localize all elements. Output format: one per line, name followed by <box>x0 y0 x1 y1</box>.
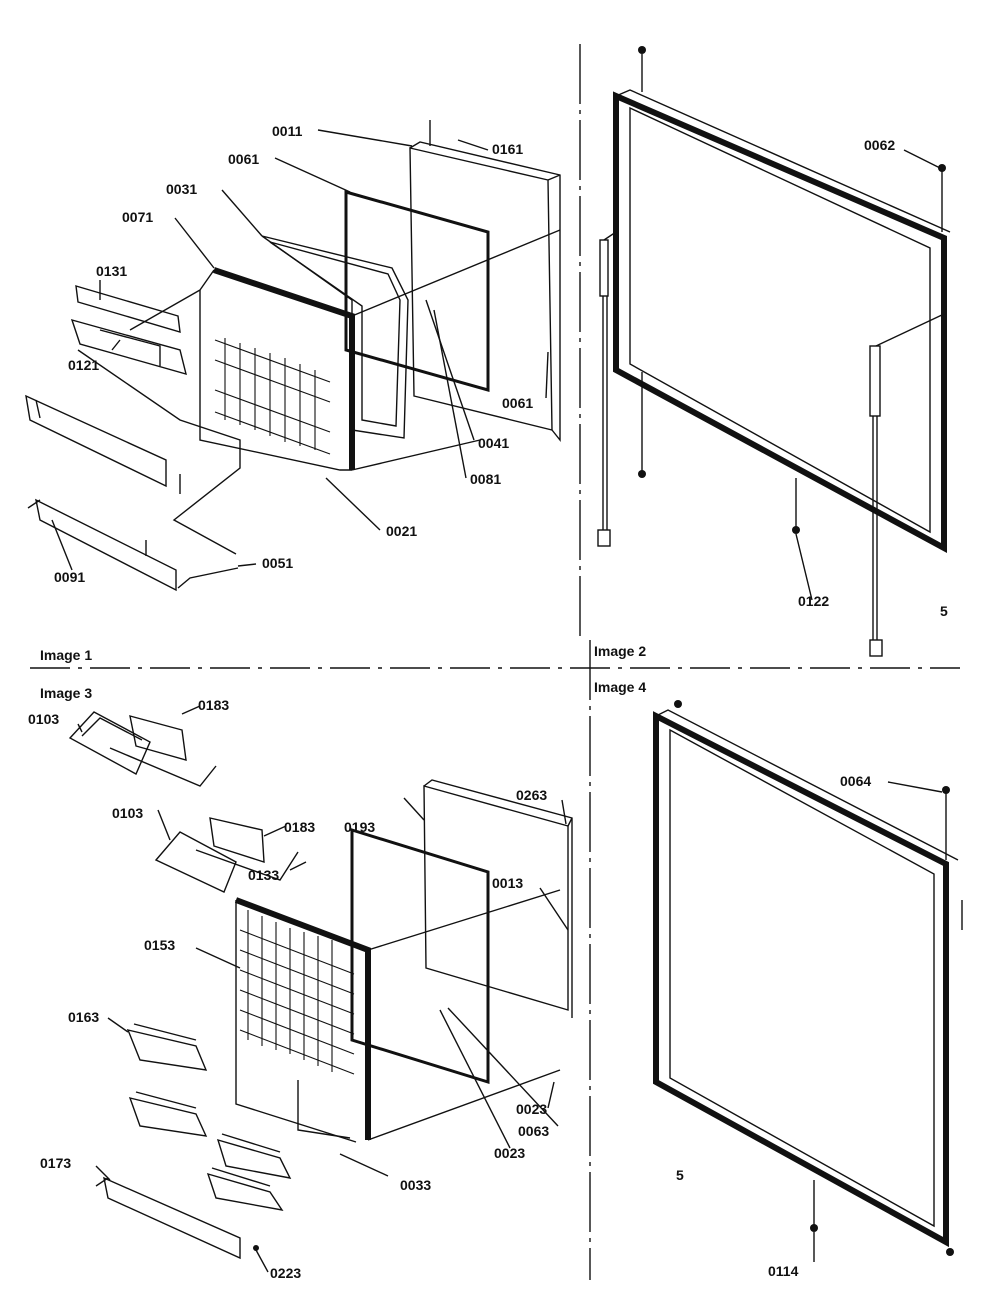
callout-0061-bottom: 0061 <box>502 395 533 411</box>
callout-0051: 0051 <box>262 555 293 571</box>
callout-0114: 0114 <box>768 1263 799 1279</box>
image-4-label: Image 4 <box>594 679 646 695</box>
image-2-frame <box>597 46 951 657</box>
callout-0163: 0163 <box>68 1009 99 1025</box>
callout-0071: 0071 <box>122 209 153 225</box>
image-1-assembly <box>25 120 561 592</box>
callout-0041: 0041 <box>478 435 509 451</box>
callout-0173: 0173 <box>40 1155 71 1171</box>
callout-0263: 0263 <box>516 787 547 803</box>
image-3-label: Image 3 <box>40 685 92 701</box>
callout-0091: 0091 <box>54 569 85 585</box>
callout-0081: 0081 <box>470 471 501 487</box>
callout-0183-mid: 0183 <box>284 819 315 835</box>
callout-0133: 0133 <box>248 867 279 883</box>
callout-0223: 0223 <box>270 1265 301 1281</box>
callout-0031: 0031 <box>166 181 197 197</box>
image-3-assembly <box>68 711 573 1260</box>
panel-dividers <box>30 44 960 1280</box>
callout-0193: 0193 <box>344 819 375 835</box>
door-shelf-grid <box>214 338 331 455</box>
callout-0122: 0122 <box>798 593 829 609</box>
image-4-frame <box>653 700 963 1256</box>
image-2-label: Image 2 <box>594 643 646 659</box>
door-shelf-grid-2 <box>239 910 355 1075</box>
callout-0033: 0033 <box>400 1177 431 1193</box>
callout-0064: 0064 <box>840 773 871 789</box>
callout-0011: 0011 <box>272 123 303 139</box>
callout-0103-mid: 0103 <box>112 805 143 821</box>
callout-5-image4: 5 <box>676 1167 684 1183</box>
callout-5-image2: 5 <box>940 603 948 619</box>
callout-0023-bottom: 0023 <box>494 1145 525 1161</box>
image-1-label: Image 1 <box>40 647 92 663</box>
callout-0161: 0161 <box>492 141 523 157</box>
callout-0121: 0121 <box>68 357 99 373</box>
leader-lines <box>51 129 943 1273</box>
callout-0153: 0153 <box>144 937 175 953</box>
callout-0131: 0131 <box>96 263 127 279</box>
callout-0061-top: 0061 <box>228 151 259 167</box>
callout-0062: 0062 <box>864 137 895 153</box>
callout-0021: 0021 <box>386 523 417 539</box>
callout-0063: 0063 <box>518 1123 549 1139</box>
callout-0103-top: 0103 <box>28 711 59 727</box>
callout-0023-top: 0023 <box>516 1101 547 1117</box>
callout-0183-top: 0183 <box>198 697 229 713</box>
callout-0013: 0013 <box>492 875 523 891</box>
